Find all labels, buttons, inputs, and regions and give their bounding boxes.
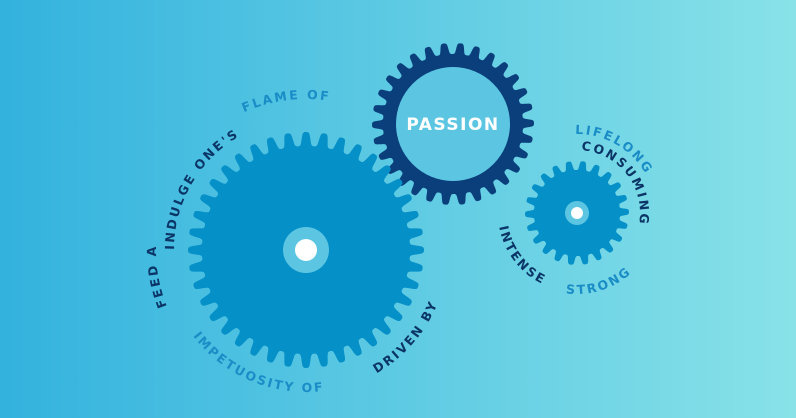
small-gear-axle (571, 207, 583, 219)
large-gear-axle (295, 239, 317, 261)
passion-gear-center (396, 67, 510, 181)
passion-label: PASSION (406, 115, 499, 135)
